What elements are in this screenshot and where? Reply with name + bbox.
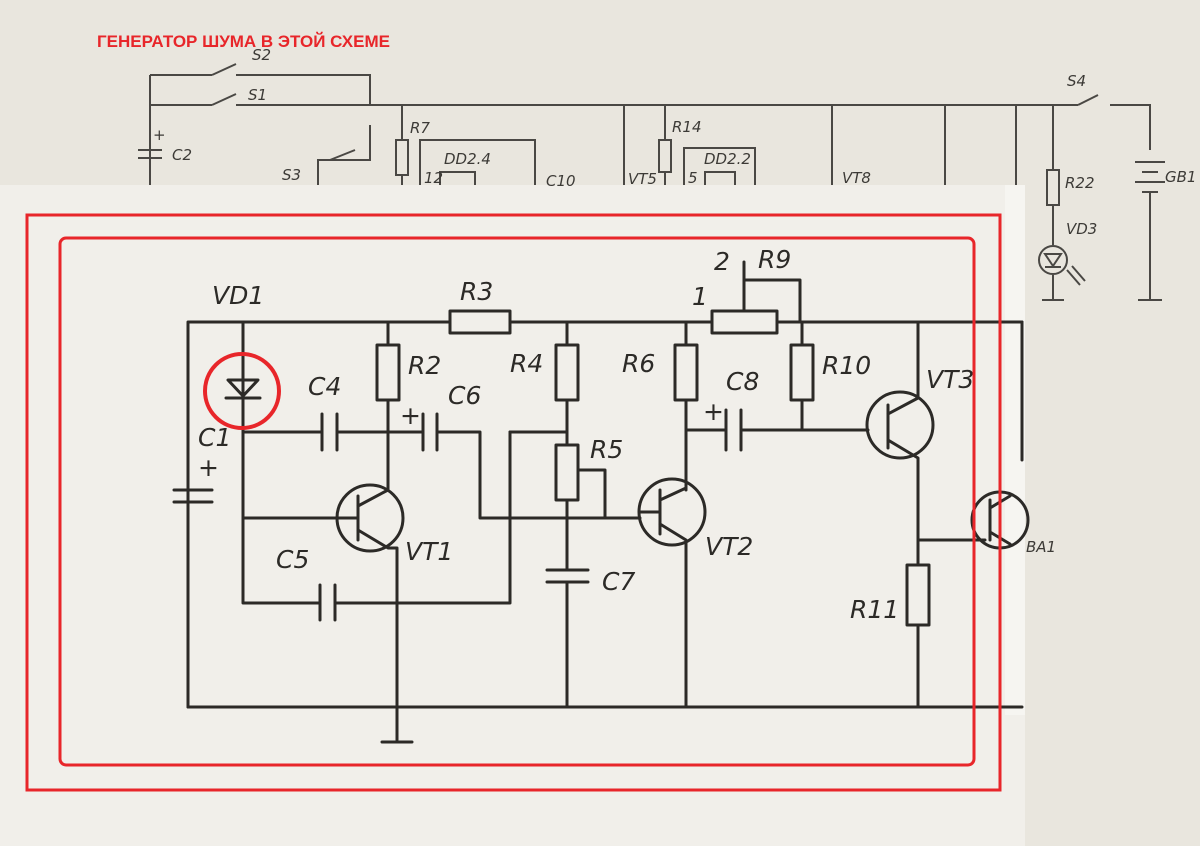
plus-c1: +	[198, 453, 219, 482]
label-vt2: VT2	[705, 532, 753, 561]
label-gb1: GB1	[1165, 168, 1196, 186]
label-vt1: VT1	[405, 537, 453, 566]
label-pin12: 12	[424, 169, 443, 187]
label-r14: R14	[672, 118, 702, 136]
chip-dd24	[419, 139, 536, 185]
transistor-vt1-leads	[241, 488, 399, 709]
label-vd3: VD3	[1066, 220, 1097, 238]
label-r4: R4	[510, 349, 543, 378]
label-vt3: VT3	[926, 365, 974, 394]
resistor-r6	[673, 343, 699, 402]
battery-gb1	[1135, 161, 1165, 301]
label-c7: C7	[602, 567, 635, 596]
resistor-r5	[554, 443, 580, 502]
wire-r14	[623, 105, 666, 185]
label-s1: S1	[248, 86, 267, 104]
label-c5: C5	[276, 545, 309, 574]
label-r22: R22	[1065, 174, 1095, 192]
capacitor-c6	[386, 412, 642, 520]
label-c1: C1	[198, 423, 231, 452]
switch-s3	[317, 125, 371, 185]
plus-c8: +	[703, 397, 724, 426]
resistor-r7	[395, 139, 409, 176]
resistor-r22	[1046, 169, 1060, 206]
label-r9: R9	[758, 245, 791, 274]
label-c8: C8	[726, 367, 759, 396]
resistor-r9-wiper	[742, 260, 802, 324]
capacitor-c1	[172, 488, 214, 504]
capacitor-c2	[138, 149, 162, 159]
main-circuit: R3 VD1 C1 + C4 C5 R2 C6 + VT1 R4 R5	[172, 245, 1056, 744]
highlight-outer-frame	[25, 213, 1002, 792]
wire-right-verticals	[944, 105, 1017, 185]
switch-s2	[149, 63, 371, 185]
label-pin2: 2	[714, 247, 730, 276]
label-s3: S3	[282, 166, 301, 184]
label-c4: C4	[308, 372, 341, 401]
label-pin5: 5	[688, 169, 698, 187]
label-dd22: DD2.2	[704, 150, 751, 168]
wire-r4-r5-c7	[508, 320, 569, 709]
label-c2: C2	[172, 146, 192, 164]
capacitor-c4	[241, 412, 390, 452]
wire-vd1-branch	[241, 320, 512, 605]
label-c6: C6	[448, 381, 481, 410]
switch-s4	[1077, 94, 1151, 150]
transistor-vt2-leads	[638, 486, 688, 709]
highlight-vd1-circle	[203, 352, 281, 430]
label-r11: R11	[850, 595, 899, 624]
highlight-inner-frame	[58, 236, 976, 767]
label-r5: R5	[590, 435, 623, 464]
capacitor-c5	[318, 583, 337, 622]
label-ba1: BA1	[1026, 538, 1056, 556]
label-c10: C10	[546, 172, 576, 190]
plus-c6: +	[400, 401, 421, 430]
top-circuit: S2 S1 C2 + S3 R7 DD2.4 12 C10 VT5 R14 DD…	[138, 46, 1196, 301]
label-vd1: VD1	[212, 281, 264, 310]
label-vt5: VT5	[628, 170, 657, 188]
capacitor-c7	[545, 568, 590, 584]
resistor-r5-wiper	[576, 468, 607, 520]
label-r2: R2	[408, 351, 441, 380]
label-vt8: VT8	[842, 169, 871, 187]
resistor-r11	[905, 563, 931, 627]
wire-top-rail	[186, 320, 1024, 709]
resistor-r14	[658, 139, 672, 173]
label-r6: R6	[622, 349, 655, 378]
chip-dd22	[683, 147, 756, 185]
label-r7: R7	[410, 119, 430, 137]
capacitor-c8	[684, 408, 870, 452]
transistor-vt3	[865, 390, 935, 460]
label-s2: S2	[252, 46, 271, 64]
resistor-r3	[448, 309, 512, 335]
led-vd3-symbol	[1043, 253, 1086, 286]
wire-ground-rail	[186, 705, 1024, 744]
wire-r22-vd3	[1042, 105, 1064, 301]
paper-lower-sheet	[0, 185, 1025, 846]
led-vd3	[1038, 245, 1068, 275]
label-pin1: 1	[692, 282, 708, 311]
label-s4: S4	[1067, 72, 1086, 90]
title-text: ГЕНЕРАТОР ШУМА В ЭТОЙ СХЕМЕ	[97, 32, 390, 51]
resistor-r2	[375, 343, 401, 402]
diode-vd1	[224, 378, 262, 400]
resistor-r10	[789, 343, 815, 402]
label-dd24: DD2.4	[444, 150, 491, 168]
plus-c2: +	[153, 126, 166, 144]
label-r10: R10	[822, 351, 871, 380]
transistor-vt3-leads	[886, 320, 987, 709]
label-r3: R3	[460, 277, 493, 306]
resistor-r4	[554, 343, 580, 402]
paper-edge	[1005, 185, 1025, 715]
switch-s1	[150, 93, 1078, 106]
